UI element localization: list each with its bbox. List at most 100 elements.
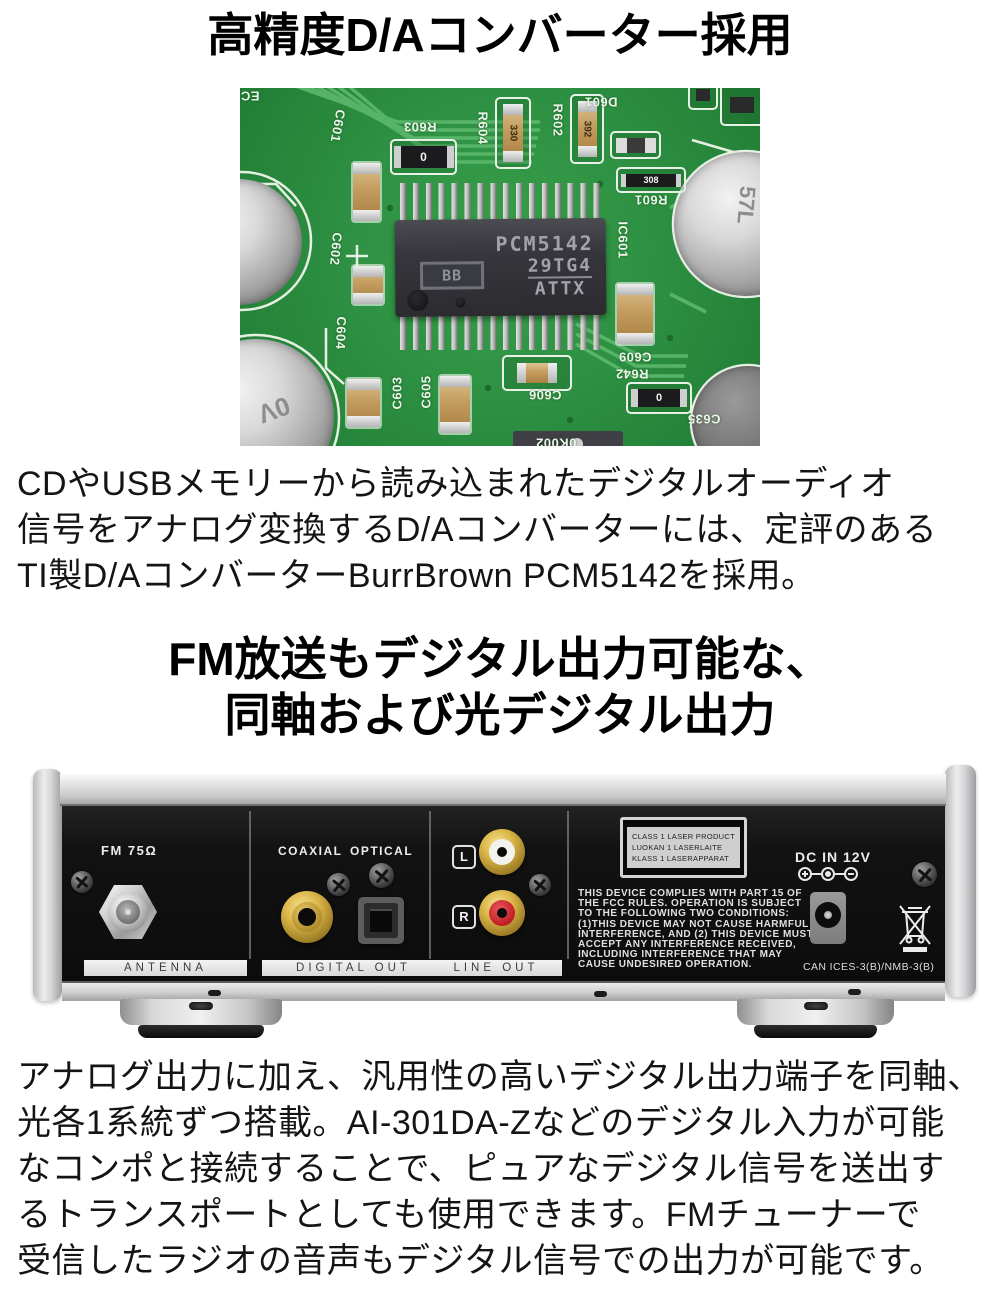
pin1-marker — [407, 289, 429, 311]
dc-in-jack — [810, 892, 846, 944]
burr-brown-logo: BB — [419, 261, 485, 290]
heading-line: 同軸および光デジタル出力 — [224, 689, 776, 741]
section-divider — [429, 811, 431, 959]
chip-date-code: ATTX — [534, 278, 587, 300]
left-channel-badge: L — [452, 845, 476, 869]
capacitor-c604-body — [353, 266, 383, 304]
resistor-value: 392 — [581, 120, 593, 138]
heading-line: FM放送もデジタル出力可能な、 — [168, 633, 832, 685]
component-top-right — [720, 88, 760, 126]
left-side-cap — [33, 769, 62, 1001]
chip-part-number: PCM5142 — [495, 231, 594, 257]
dc-in-label: DC IN 12V — [795, 849, 871, 865]
paragraph-line: アナログ出力に加え、汎用性の高いデジタル出力端子を同軸、 — [17, 1058, 982, 1096]
fm-antenna-label: FM 75Ω — [101, 843, 158, 858]
screw — [369, 863, 394, 888]
paragraph-line: なコンポと接続することで、ピュアなデジタル信号を送出す — [17, 1150, 945, 1188]
paragraph-line: CDやUSBメモリーから読み込まれたデジタルオーディオ — [17, 465, 895, 503]
section-divider — [567, 811, 569, 959]
laser-label-line: LUOKAN 1 LASERLAITE — [632, 843, 723, 852]
screw — [912, 862, 937, 887]
fcc-line: TO THE FOLLOWING TWO CONDITIONS: — [578, 908, 790, 920]
pcb-ref-label: R601 — [634, 192, 668, 208]
resistor-r642: 0 — [626, 382, 692, 414]
pcb-ref-label: R642 — [615, 366, 649, 382]
right-channel-badge: R — [452, 905, 476, 929]
laser-safety-label: CLASS 1 LASER PRODUCT LUOKAN 1 LASERLAIT… — [620, 817, 747, 878]
capacitor-marking: 57L — [732, 185, 760, 226]
dac-chip: PCM5142 29TG4 ATTX BB — [394, 217, 607, 318]
paragraph-line: 光各1系統ずつ搭載。AI-301DA-Zなどのデジタル入力が可能 — [17, 1104, 945, 1142]
fcc-compliance-text: THIS DEVICE COMPLIES WITH PART 15 OF THE… — [578, 888, 814, 971]
capacitor-body — [347, 379, 380, 427]
component-top-right — [688, 88, 718, 110]
capacitor-c606 — [502, 355, 572, 391]
pcb-ref-label: D601 — [584, 94, 618, 110]
resistor-value: 308 — [621, 173, 681, 187]
fcc-line: THIS DEVICE COMPLIES WITH PART 15 OF — [578, 888, 802, 899]
bottom-screw — [208, 990, 221, 996]
pcb-ref-label: IC601 — [615, 221, 631, 259]
heading-digital-out: FM放送もデジタル出力可能な、 同軸および光デジタル出力 — [0, 631, 1000, 743]
top-chassis-strip — [60, 774, 946, 806]
capacitor-c602-body — [353, 163, 380, 221]
fcc-line: INCLUDING INTERFERENCE THAT MAY — [578, 949, 783, 961]
resistor-value: 330 — [507, 124, 519, 142]
pcb-ref-label: C635 — [687, 411, 721, 427]
rear-panel-photo: FM 75Ω ANTENNA COAXIAL OPTICAL DIGITAL O… — [0, 761, 1000, 1046]
digital-out-paragraph: アナログ出力に加え、汎用性の高いデジタル出力端子を同軸、 光各1系統ずつ搭載。A… — [0, 1054, 1000, 1284]
fcc-line: CAUSE UNDESIRED OPERATION. — [578, 959, 752, 971]
pcb-ref-label: C609 — [618, 349, 652, 365]
pcb-ref-label: C605 — [418, 375, 434, 409]
section-divider — [249, 811, 251, 959]
fcc-line: INTERFERENCE, AND (2) THIS DEVICE MUST — [578, 928, 814, 940]
pcb-ref-label: C602 — [327, 231, 345, 267]
bottom-screw — [848, 989, 861, 995]
resistor-value: 0 — [393, 146, 454, 168]
screw — [71, 871, 93, 893]
screw — [529, 874, 551, 896]
resistor-r601: 308 — [616, 167, 686, 193]
dc-polarity-icon — [798, 867, 858, 881]
can-ices-label: CAN ICES-3(B)/NMB-3(B) — [803, 961, 935, 973]
optical-label: OPTICAL — [350, 844, 414, 858]
fcc-line: THE FCC RULES. OPERATION IS SUBJECT — [578, 898, 802, 910]
coaxial-out-jack — [281, 891, 333, 943]
paragraph-line: 信号をアナログ変換するD/Aコンバーターには、定評のある — [17, 511, 937, 549]
line-out-right-jack — [479, 890, 525, 936]
coaxial-label: COAXIAL — [278, 844, 343, 858]
screw — [327, 873, 350, 896]
weee-icon — [899, 905, 931, 952]
laser-label-line: CLASS 1 LASER PRODUCT — [632, 832, 735, 841]
right-side-cap — [945, 765, 976, 997]
resistor-r603: 0 — [390, 139, 457, 175]
pcb-ref-label: C604 — [332, 316, 350, 350]
line-out-left-jack — [479, 829, 525, 875]
pcb-ref-label: R604 — [475, 111, 491, 145]
pcb-ref-label: R603 — [403, 119, 437, 135]
bottom-screw — [594, 991, 607, 997]
capacitor-c605-body — [440, 376, 470, 433]
heading-da-converter: 高精度D/Aコンバーター採用 — [207, 9, 793, 61]
paragraph-line: るトランスポートとしても使用できます。FMチューナーで — [17, 1196, 921, 1234]
chip-pins-top — [400, 183, 606, 221]
chip-pins-bottom — [400, 314, 606, 350]
ic-bottom-center — [513, 431, 623, 446]
device-foot-left — [120, 999, 282, 1039]
da-converter-paragraph: CDやUSBメモリーから読み込まれたデジタルオーディオ 信号をアナログ変換するD… — [0, 461, 1000, 599]
fcc-line: ACCEPT ANY INTERFERENCE RECEIVED, — [578, 939, 797, 951]
laser-label-line: KLASS 1 LASERAPPARAT — [632, 854, 730, 863]
paragraph-line: TI製D/AコンバーターBurrBrown PCM5142を採用。 — [17, 557, 816, 595]
digital-out-strip: DIGITAL OUT — [262, 960, 445, 976]
pcb-ref-label: R602 — [550, 103, 566, 137]
resistor-r602: 392 — [570, 94, 604, 164]
diode-d601 — [610, 131, 661, 159]
bottom-chassis-strip — [62, 981, 945, 1001]
pcb-ref-label: 0K002 — [535, 435, 577, 447]
capacitor-c609-body — [617, 284, 653, 344]
pcb-ref-label: C606 — [528, 387, 562, 403]
pcb-photo: 0V 57L 0 330 392 308 0 PCM5142 29TG4 ATT… — [240, 88, 760, 446]
line-out-strip: LINE OUT — [430, 960, 562, 976]
resistor-value: 0 — [631, 389, 687, 407]
paragraph-line: 受信したラジオの音声もデジタル信号での出力が可能です。 — [17, 1242, 944, 1280]
